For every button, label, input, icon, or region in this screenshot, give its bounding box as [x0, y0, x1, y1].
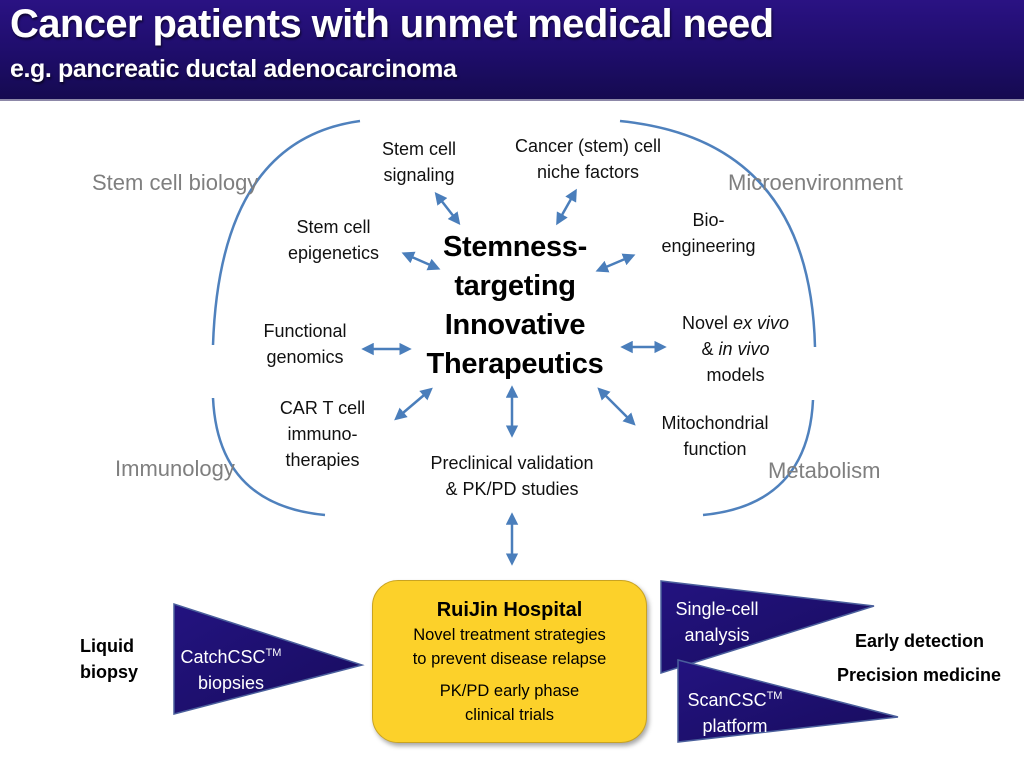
node-line: Stem cell	[381, 139, 457, 159]
label-line: CatchCSCTM	[180, 647, 282, 667]
arrow-epigenetics	[401, 251, 441, 271]
area-label-metabolism: Metabolism	[768, 458, 881, 483]
hospital-line: to prevent disease relapse	[412, 650, 607, 668]
node-line: & in vivo	[701, 339, 770, 359]
outcome-early-detection: Early detection	[855, 631, 985, 651]
node-models: Novel ex vivo & in vivo models	[668, 310, 803, 388]
node-line: models	[706, 365, 765, 385]
node-functional-genomics: Functional genomics	[250, 318, 360, 370]
center-stemness-therapeutics: Stemness- targeting Innovative Therapeut…	[410, 228, 620, 384]
node-line: therapies	[285, 450, 360, 470]
node-line: Cancer (stem) cell	[514, 136, 662, 156]
area-label-microenvironment: Microenvironment	[728, 170, 903, 195]
label-line: Liquid	[80, 636, 134, 656]
label-line: analysis	[684, 625, 750, 645]
arrow-bioengineering	[595, 253, 636, 273]
arrow-mitochondrial	[597, 387, 636, 426]
arc-microenvironment	[619, 119, 817, 348]
node-niche-factors: Cancer (stem) cell niche factors	[498, 133, 678, 185]
node-line: Preclinical validation	[430, 453, 594, 473]
node-line: epigenetics	[287, 243, 380, 263]
node-car-t: CAR T cell immuno- therapies	[270, 395, 375, 473]
slide-subtitle: e.g. pancreatic ductal adenocarcinoma	[10, 55, 457, 83]
node-line: engineering	[661, 236, 756, 256]
triangle-single-cell	[660, 580, 875, 675]
triangle-scancsc	[677, 659, 899, 743]
node-line: Novel ex vivo	[681, 313, 790, 333]
arc-immunology	[211, 397, 326, 517]
slide-title: Cancer patients with unmet medical need	[10, 2, 774, 46]
ruijin-hospital-box: RuiJin Hospital Novel treatment strategi…	[372, 580, 647, 743]
node-stem-cell-signaling: Stem cell signaling	[369, 136, 469, 188]
area-label-stem-cell-biology: Stem cell biology	[92, 170, 259, 195]
node-line: signaling	[383, 165, 455, 185]
liquid-biopsy-label: Liquid biopsy	[80, 633, 138, 685]
label-line: Single-cell	[675, 599, 759, 619]
node-line: niche factors	[536, 162, 640, 182]
hospital-line: PK/PD early phase	[439, 682, 580, 700]
label-line: biopsies	[197, 673, 265, 693]
node-line: Mitochondrial	[661, 413, 769, 433]
node-preclinical: Preclinical validation & PK/PD studies	[412, 450, 612, 502]
node-line: Functional	[263, 321, 347, 341]
catchcsc-label: CatchCSCTM biopsies	[176, 640, 286, 696]
single-cell-label: Single-cell analysis	[662, 596, 772, 648]
arc-metabolism	[702, 399, 815, 517]
arrow-car-t	[394, 387, 433, 421]
scancsc-label: ScanCSCTM platform	[680, 683, 790, 739]
arrow-niche	[556, 188, 577, 226]
label-line: ScanCSCTM	[687, 690, 783, 710]
label-line: biopsy	[80, 662, 139, 682]
node-bioengineering: Bio- engineering	[651, 207, 766, 259]
center-line: Stemness-	[443, 231, 587, 263]
node-line: CAR T cell	[279, 398, 366, 418]
hospital-title: RuiJin Hospital	[436, 599, 583, 621]
node-line: genomics	[266, 347, 344, 367]
arc-stem-cell-biology	[211, 119, 361, 346]
outcome-precision-medicine: Precision medicine	[837, 665, 1002, 685]
slide-header: Cancer patients with unmet medical need …	[0, 0, 1024, 101]
node-line: immuno-	[287, 424, 358, 444]
node-line: Stem cell	[296, 217, 371, 237]
triangle-catchcsc	[173, 602, 365, 715]
label-line: platform	[702, 716, 768, 736]
area-label-immunology: Immunology	[115, 456, 235, 481]
arrow-signaling	[434, 192, 461, 225]
hospital-line: Novel treatment strategies	[413, 626, 606, 644]
node-line: & PK/PD studies	[445, 479, 579, 499]
center-line: Innovative	[444, 309, 586, 341]
center-line: Therapeutics	[426, 348, 604, 380]
node-epigenetics: Stem cell epigenetics	[276, 214, 391, 266]
center-line: targeting	[454, 270, 576, 302]
node-line: function	[683, 439, 747, 459]
hospital-line: clinical trials	[465, 706, 554, 724]
node-mitochondrial: Mitochondrial function	[645, 410, 785, 462]
node-line: Bio-	[692, 210, 725, 230]
